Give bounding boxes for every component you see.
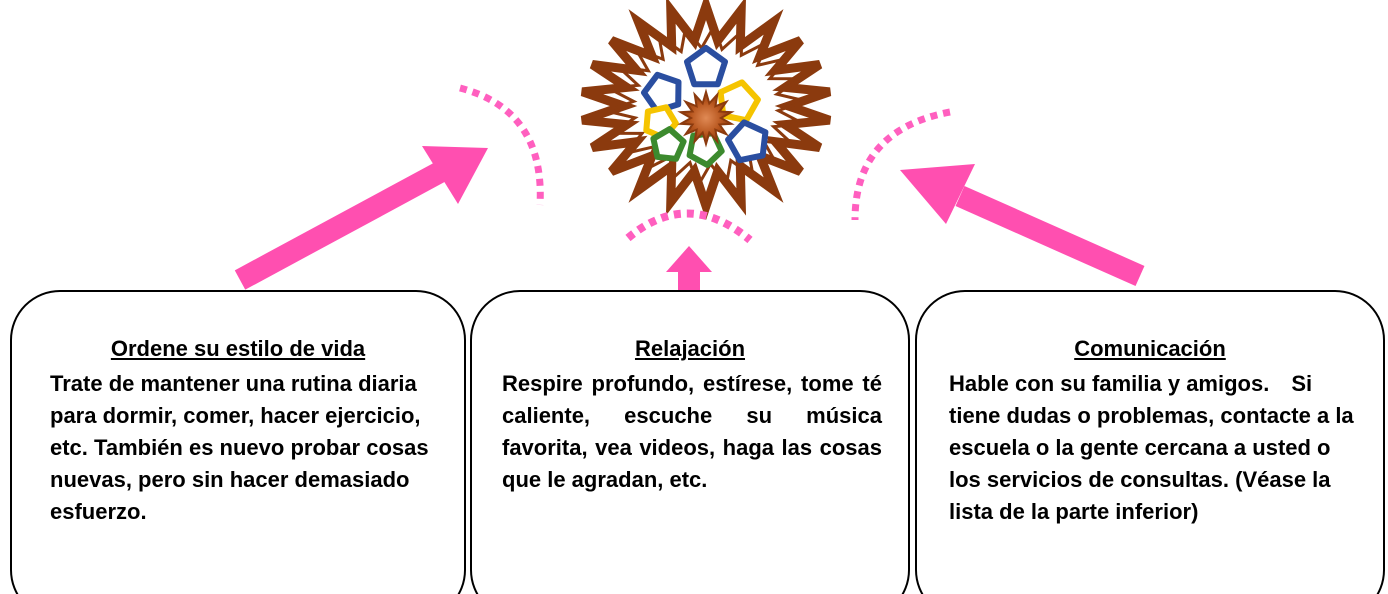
pentagon-icon bbox=[717, 79, 761, 124]
dotted-arc-right bbox=[851, 108, 951, 221]
box-text: Respire profundo, estírese, tome té cali… bbox=[502, 371, 882, 492]
box-title: Relajación bbox=[634, 336, 746, 361]
tip-box-relaxation: Relajación Respire profundo, estírese, t… bbox=[470, 290, 910, 594]
starburst-icon bbox=[580, 0, 832, 221]
box-title: Ordene su estilo de vida bbox=[110, 336, 366, 361]
pentagon-icon bbox=[650, 126, 687, 162]
starburst-core bbox=[677, 88, 735, 148]
tip-box-lifestyle: Ordene su estilo de vida Trate de manten… bbox=[10, 290, 466, 594]
pentagon-icon bbox=[725, 119, 769, 164]
box-text: Trate de mantener una rutina diaria para… bbox=[50, 371, 429, 524]
dotted-arc-center bbox=[625, 209, 753, 244]
arrow-icon bbox=[666, 246, 712, 292]
box-title: Comunicación bbox=[1074, 336, 1226, 361]
pentagon-icon bbox=[684, 45, 728, 88]
starburst-inner bbox=[600, 22, 812, 190]
dotted-arc-left bbox=[459, 84, 544, 206]
tip-box-communication: Comunicación Hable con su familia y amig… bbox=[915, 290, 1385, 594]
box-text: Hable con su familia y amigos. Si tiene … bbox=[949, 371, 1354, 524]
arrow-icon bbox=[234, 146, 488, 290]
arrow-icon bbox=[900, 164, 1145, 287]
